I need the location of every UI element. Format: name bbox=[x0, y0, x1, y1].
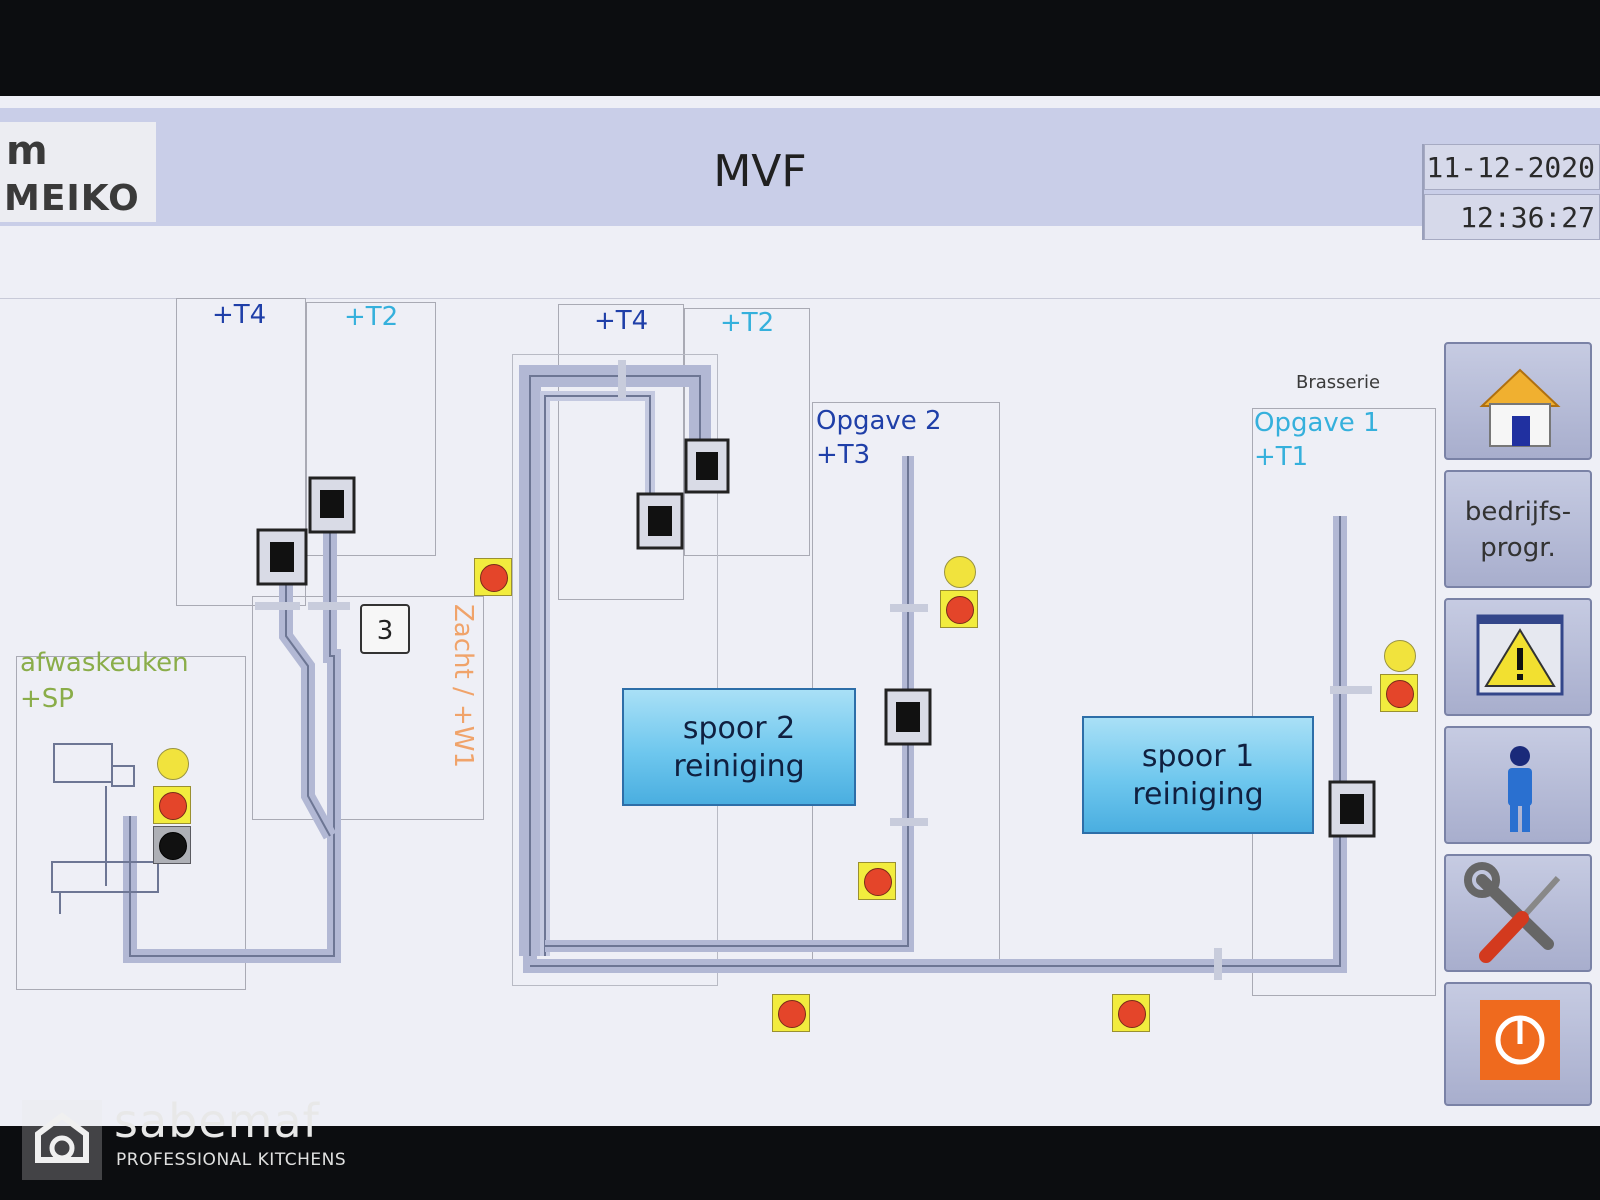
alarms-button[interactable] bbox=[1444, 598, 1592, 716]
zone-afwaskeuken bbox=[16, 656, 246, 990]
spoor1-label-2: reiniging bbox=[1132, 777, 1264, 812]
label-afwaskeuken: afwaskeuken bbox=[20, 648, 189, 678]
zone-mid-t2 bbox=[684, 308, 810, 556]
stop-lamp-zacht[interactable] bbox=[474, 558, 512, 596]
conveyor-diagram bbox=[51, 360, 1376, 980]
label-mid-t2: +T2 bbox=[720, 308, 775, 338]
label-t1: +T1 bbox=[1254, 442, 1309, 472]
label-opgave2: Opgave 2 bbox=[816, 406, 942, 436]
time-display: 12:36:27 bbox=[1424, 194, 1600, 240]
stop-lamp-bottom-right[interactable] bbox=[1112, 994, 1150, 1032]
label-left-t2: +T2 bbox=[344, 302, 399, 332]
reset-lamp-afwas[interactable] bbox=[153, 826, 191, 864]
sabemaf-tagline: PROFESSIONAL KITCHENS bbox=[116, 1150, 347, 1170]
page-title: MVF bbox=[713, 146, 807, 197]
label-zacht-w1: Zacht / +W1 bbox=[448, 604, 478, 769]
home-icon bbox=[1479, 368, 1561, 447]
spoor2-label-2: reiniging bbox=[673, 749, 805, 784]
program-label-2: progr. bbox=[1480, 533, 1556, 563]
service-tools-button[interactable] bbox=[1444, 854, 1592, 972]
tools-icon bbox=[1464, 862, 1561, 963]
logo-mark: m bbox=[6, 128, 48, 174]
date-display: 11-12-2020 bbox=[1424, 144, 1600, 190]
user-button[interactable] bbox=[1444, 726, 1592, 844]
logo-text: MEIKO bbox=[4, 178, 140, 219]
label-opgave1: Opgave 1 bbox=[1254, 408, 1380, 438]
stop-lamp-bottom-left[interactable] bbox=[772, 994, 810, 1032]
stop-lamp-opgave2[interactable] bbox=[940, 590, 978, 628]
hmi-screen: m MEIKO MVF 11-12-2020 12:36:27 bbox=[0, 96, 1600, 1126]
label-t3: +T3 bbox=[816, 440, 871, 470]
zone-left-t4 bbox=[176, 298, 306, 606]
label-mid-t4: +T4 bbox=[594, 306, 649, 336]
power-button[interactable] bbox=[1444, 982, 1592, 1106]
status-lamp-opgave2 bbox=[944, 556, 976, 588]
sabemaf-name: sabemaf bbox=[114, 1094, 320, 1148]
zone-zacht bbox=[252, 596, 484, 820]
sabemaf-logo-icon bbox=[22, 1100, 102, 1180]
user-icon bbox=[1508, 746, 1532, 832]
label-left-t4: +T4 bbox=[212, 300, 267, 330]
datetime-display: 11-12-2020 12:36:27 bbox=[1422, 144, 1600, 240]
header-bar: m MEIKO MVF 11-12-2020 12:36:27 bbox=[0, 108, 1600, 240]
rack-carriers bbox=[256, 438, 1376, 838]
zone-mid-t4 bbox=[558, 304, 684, 600]
zone-left-t2 bbox=[306, 302, 436, 556]
status-lamp-afwas bbox=[157, 748, 189, 780]
status-lamp-opgave1 bbox=[1384, 640, 1416, 672]
zone-opgave1 bbox=[1252, 408, 1436, 996]
spoor1-reiniging-button[interactable]: spoor 1 reiniging bbox=[1082, 716, 1314, 834]
label-brasserie: Brasserie bbox=[1296, 372, 1381, 393]
home-button[interactable] bbox=[1444, 342, 1592, 460]
spoor2-label-1: spoor 2 bbox=[682, 711, 796, 746]
stop-lamp-loop[interactable] bbox=[858, 862, 896, 900]
label-sp: +SP bbox=[20, 684, 74, 714]
stop-lamp-opgave1[interactable] bbox=[1380, 674, 1418, 712]
spoor1-label-1: spoor 1 bbox=[1141, 739, 1255, 774]
meiko-logo: m MEIKO bbox=[0, 122, 156, 222]
warning-icon bbox=[1476, 614, 1564, 696]
zone-loop bbox=[512, 354, 718, 986]
program-label-1: bedrijfs- bbox=[1464, 497, 1572, 527]
rack-counter: 3 bbox=[360, 604, 410, 654]
header-separator bbox=[0, 278, 1600, 299]
power-icon bbox=[1480, 1000, 1560, 1080]
bedrijfsprogramma-button[interactable]: bedrijfs- progr. bbox=[1444, 470, 1592, 588]
stop-lamp-afwas[interactable] bbox=[153, 786, 191, 824]
sabemaf-watermark: sabemaf PROFESSIONAL KITCHENS bbox=[22, 1094, 382, 1180]
spoor2-reiniging-button[interactable]: spoor 2 reiniging bbox=[622, 688, 856, 806]
